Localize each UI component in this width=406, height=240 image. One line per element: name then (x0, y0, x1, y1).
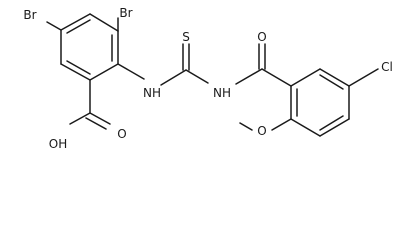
bond (319, 74, 344, 90)
carboxylic-oxygen-label: O (117, 127, 126, 141)
bond (290, 118, 321, 137)
bond (66, 60, 91, 75)
chlorine-label: Cl (381, 60, 393, 74)
bond (69, 112, 91, 125)
bond (185, 69, 209, 84)
bond (290, 68, 321, 87)
amine-nh-label: NH (213, 86, 231, 100)
bromine-label: Br (119, 6, 132, 20)
bromine-label: Br (23, 8, 36, 22)
bond (60, 13, 91, 31)
bond (46, 21, 62, 31)
bond (348, 68, 379, 87)
amine-nh-label: NH (143, 86, 161, 100)
bond (117, 63, 145, 80)
methoxy-oxygen-label: O (257, 124, 266, 138)
bonds (46, 13, 379, 137)
bond (160, 69, 187, 86)
bond (319, 115, 344, 131)
bond (85, 117, 107, 130)
bond (66, 19, 91, 34)
sulfur-label: S (182, 30, 190, 44)
carbonyl-oxygen-label: O (257, 30, 266, 44)
bond (239, 122, 253, 131)
bond (89, 63, 119, 81)
bond (89, 112, 111, 125)
bond (319, 118, 350, 137)
carboxylic-oh-label: OH (49, 137, 67, 151)
molecule-structure-diagram: Br Br NH S NH O Cl O OH O (23, 6, 392, 151)
bond (89, 13, 119, 32)
bond (319, 68, 350, 87)
bond (261, 68, 292, 87)
atom-labels: Br Br NH S NH O Cl O OH O (23, 6, 392, 151)
bond (60, 63, 91, 81)
bond (271, 118, 292, 131)
bond (235, 68, 263, 85)
